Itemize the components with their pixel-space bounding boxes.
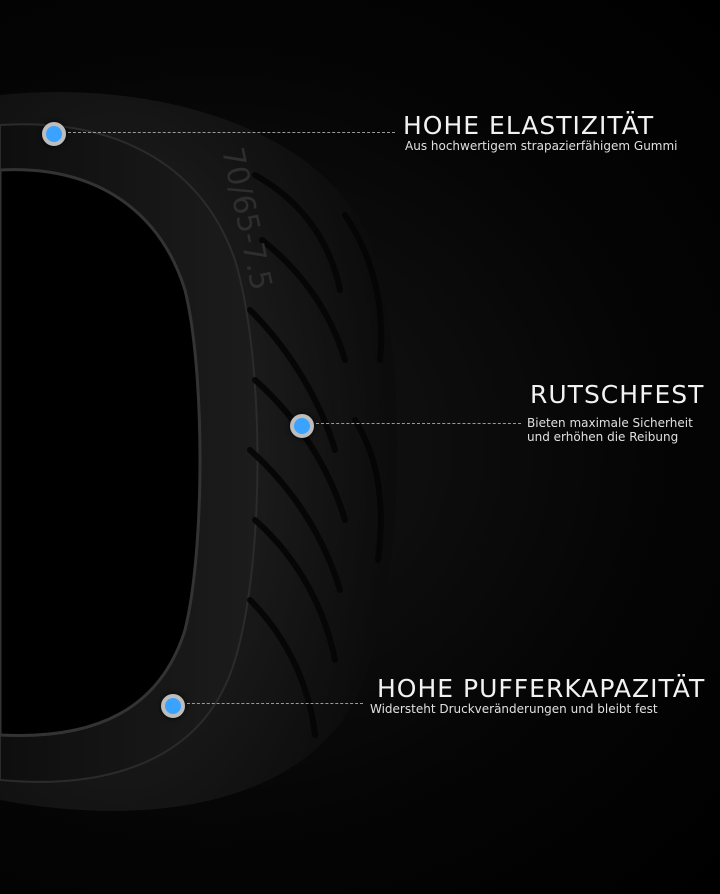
tire-rim-opening (0, 168, 202, 738)
callout-leader-line (316, 423, 521, 424)
callout-title: RUTSCHFEST (530, 380, 705, 409)
callout-description: und erhöhen die Reibung (527, 430, 679, 444)
callout-title: HOHE PUFFERKAPAZITÄT (377, 674, 706, 703)
callout-title: HOHE ELASTIZITÄT (403, 111, 655, 140)
callout-marker-icon (290, 414, 314, 438)
callout-description: Widersteht Druckveränderungen und bleibt… (370, 702, 658, 716)
callout-leader-line (68, 132, 395, 133)
callout-leader-line (187, 703, 363, 704)
callout-marker-icon (42, 122, 66, 146)
tread-grooves (247, 172, 385, 738)
callout-marker-icon (161, 694, 185, 718)
callout-description: Aus hochwertigem strapazierfähigem Gummi (405, 139, 678, 153)
callout-description: Bieten maximale Sicherheit (527, 416, 693, 430)
